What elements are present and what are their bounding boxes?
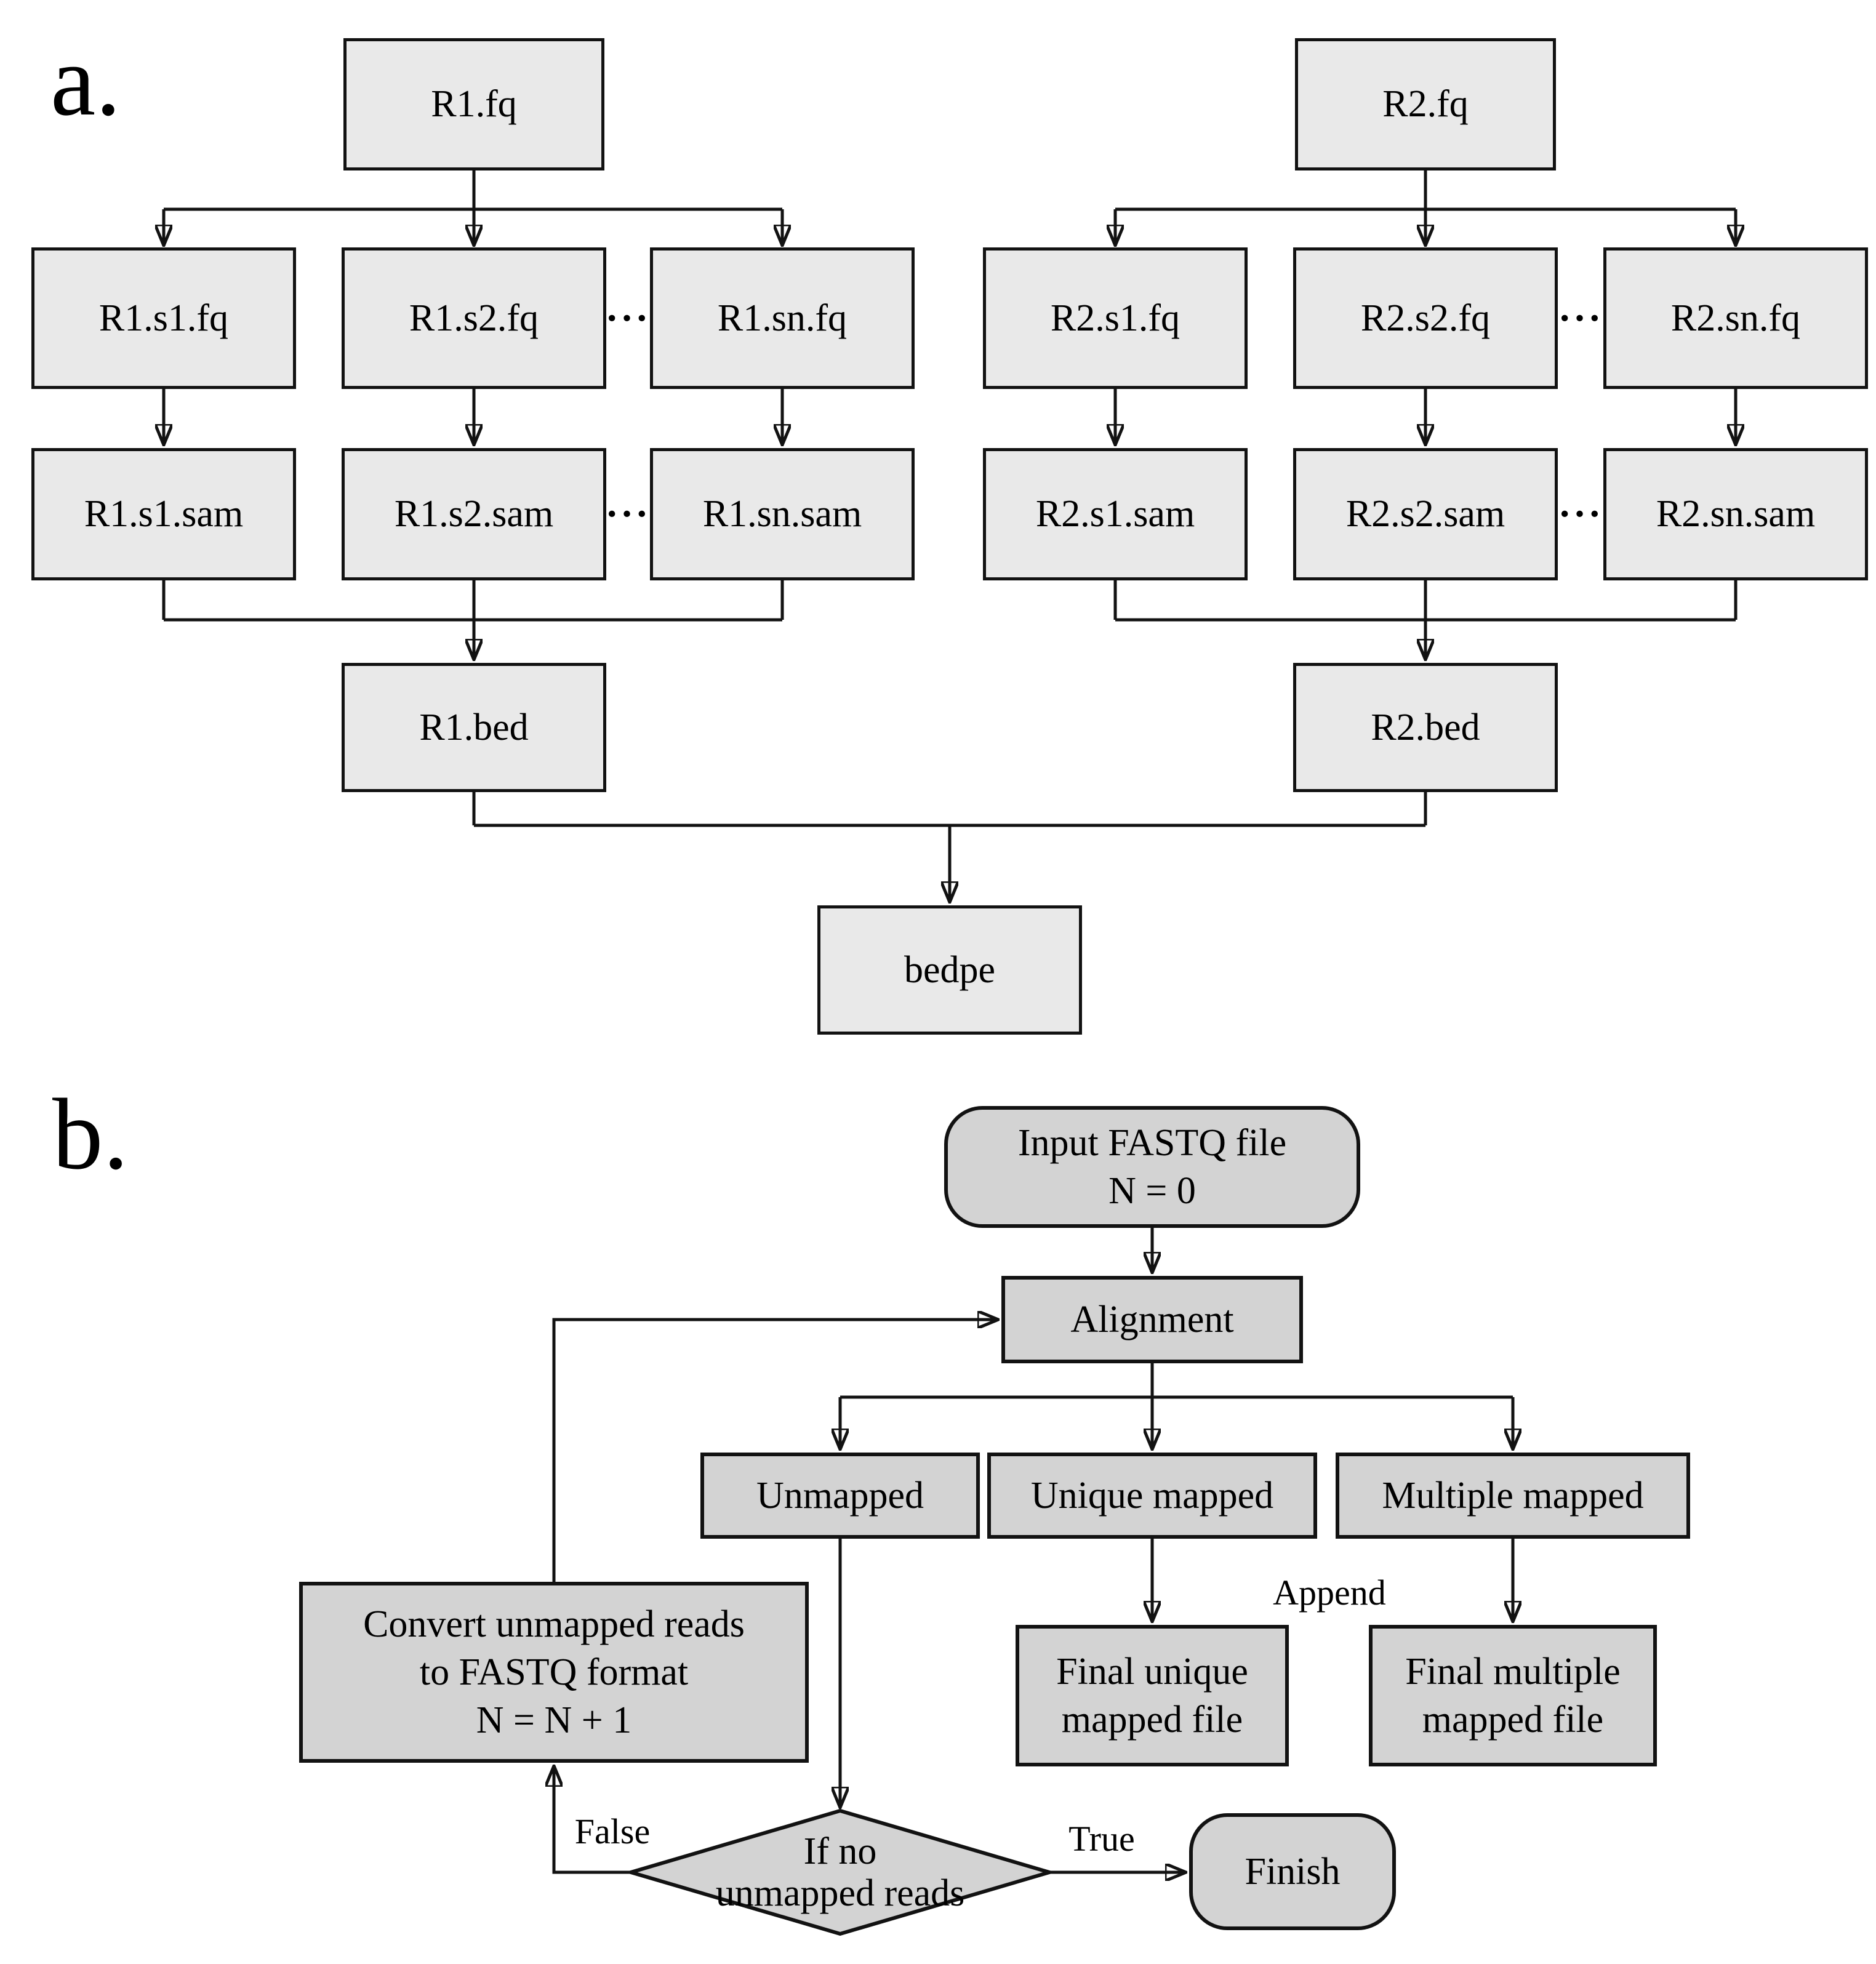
decision-diamond <box>624 1808 1056 1936</box>
node-r1-sn-sam: R1.sn.sam <box>650 448 915 580</box>
decision-line2: unmapped reads <box>715 1872 965 1914</box>
ellipsis-r2-fq: ··· <box>1558 296 1603 340</box>
label-false: False <box>574 1811 651 1851</box>
node-r2-sn-fq: R2.sn.fq <box>1603 247 1868 389</box>
ellipsis-r2-sam: ··· <box>1558 492 1603 535</box>
node-final-multiple: Final multiple mapped file <box>1369 1625 1657 1766</box>
convert-line1: Convert unmapped reads <box>363 1603 745 1645</box>
node-r1-fq-root: R1.fq <box>343 38 604 170</box>
input-fastq-line2: N = 0 <box>1108 1170 1196 1212</box>
node-convert-unmapped: Convert unmapped reads to FASTQ format N… <box>299 1582 809 1763</box>
input-fastq-line1: Input FASTQ file <box>1017 1121 1287 1164</box>
node-input-fastq: Input FASTQ file N = 0 <box>944 1106 1360 1228</box>
node-finish: Finish <box>1189 1813 1396 1930</box>
node-alignment: Alignment <box>1001 1276 1303 1363</box>
convert-line3: N = N + 1 <box>476 1699 632 1742</box>
node-unique-mapped: Unique mapped <box>987 1453 1317 1539</box>
node-r2-bed: R2.bed <box>1293 663 1558 792</box>
panel-b-label: b. <box>52 1078 129 1190</box>
node-r2-s2-fq: R2.s2.fq <box>1293 247 1558 389</box>
node-r1-s1-sam: R1.s1.sam <box>31 448 296 580</box>
node-r2-fq-root: R2.fq <box>1295 38 1556 170</box>
label-true: True <box>1068 1819 1135 1859</box>
node-r2-s1-fq: R2.s1.fq <box>983 247 1248 389</box>
ellipsis-r1-fq: ··· <box>605 296 651 340</box>
node-r1-s1-fq: R1.s1.fq <box>31 247 296 389</box>
node-r2-sn-sam: R2.sn.sam <box>1603 448 1868 580</box>
node-final-unique: Final unique mapped file <box>1016 1625 1289 1766</box>
node-bedpe: bedpe <box>817 905 1082 1035</box>
label-append: Append <box>1273 1573 1386 1613</box>
final-unique-line2: mapped file <box>1061 1699 1243 1741</box>
node-r1-bed: R1.bed <box>342 663 606 792</box>
final-unique-line1: Final unique <box>1056 1650 1248 1693</box>
panel-a-label: a. <box>50 24 121 137</box>
final-multiple-line2: mapped file <box>1422 1699 1604 1741</box>
node-r1-sn-fq: R1.sn.fq <box>650 247 915 389</box>
node-r2-s1-sam: R2.s1.sam <box>983 448 1248 580</box>
decision-line1: If no <box>803 1830 877 1872</box>
final-multiple-line1: Final multiple <box>1405 1650 1621 1693</box>
convert-line2: to FASTQ format <box>419 1651 689 1693</box>
node-unmapped: Unmapped <box>700 1453 980 1539</box>
node-multiple-mapped: Multiple mapped <box>1336 1453 1690 1539</box>
node-r1-s2-fq: R1.s2.fq <box>342 247 606 389</box>
node-r2-s2-sam: R2.s2.sam <box>1293 448 1558 580</box>
ellipsis-r1-sam: ··· <box>605 492 651 535</box>
node-r1-s2-sam: R1.s2.sam <box>342 448 606 580</box>
decision-text: If no unmapped reads <box>631 1817 1049 1928</box>
